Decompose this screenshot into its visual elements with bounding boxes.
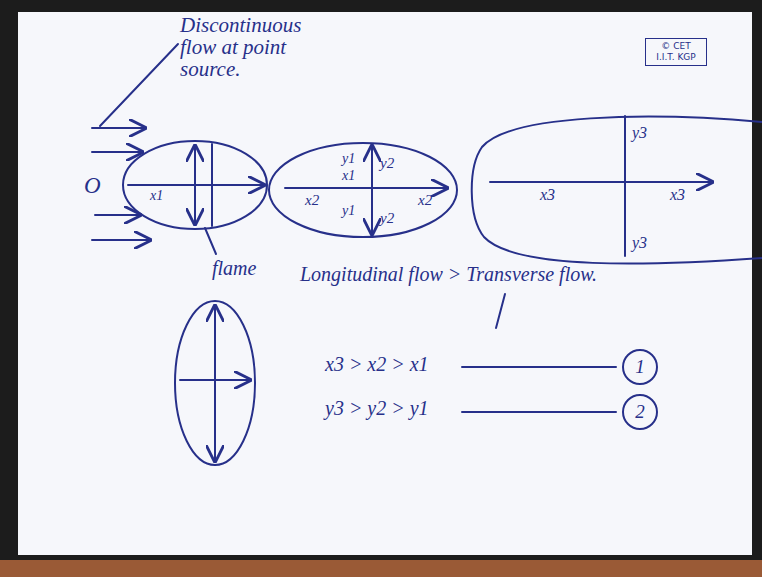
section-line: [624, 116, 626, 256]
stamp-text: © CET I.I.T. KGP: [651, 41, 701, 63]
dimension-label: x3: [540, 186, 555, 204]
section-line: [211, 144, 213, 226]
flow-arrow: [92, 151, 142, 153]
flow-arrow: [95, 214, 140, 216]
leader-line: [496, 294, 505, 328]
height-arrow: [214, 306, 216, 461]
width-arrow: [371, 146, 373, 234]
outline-shape: [623, 350, 657, 384]
statement-text: Longitudinal flow > Transverse flow.: [300, 264, 597, 285]
outline: [122, 140, 268, 230]
outline: [268, 142, 458, 238]
dimension-label: x2: [418, 192, 432, 209]
stamp-box: © CET I.I.T. KGP: [645, 38, 707, 66]
origin-label: O: [84, 174, 101, 198]
dimension-label: x2: [305, 192, 319, 209]
outline-shape: [472, 117, 762, 264]
flow-arrow: [92, 239, 150, 241]
note-text: Discontinuous flow at point source.: [180, 14, 318, 80]
desk-edge: [0, 560, 762, 577]
flame-outline: y3 x3 x3 y3: [470, 112, 762, 268]
dash-line: [462, 411, 616, 413]
equation-number: 2: [622, 402, 658, 423]
dash-line: [462, 366, 616, 368]
axis-arrow: [490, 181, 712, 183]
outline: [470, 112, 762, 268]
inequality-text: x3 > x2 > x1: [325, 354, 429, 375]
dimension-label: y2: [380, 155, 394, 172]
number-circle: 1: [622, 349, 658, 385]
outline-shape: [269, 143, 457, 237]
dimension-label: y1: [342, 151, 355, 166]
flame-label: flame: [212, 258, 256, 279]
inequality-text: y3 > y2 > y1: [325, 398, 429, 419]
flame-outline: y1x1x1y1: [122, 140, 268, 230]
outline-shape: [123, 141, 267, 229]
flow-arrow: [92, 127, 145, 129]
width-arrow: [194, 146, 196, 224]
axis-arrow: [285, 187, 447, 189]
dimension-label: y2: [380, 210, 394, 227]
leader-line: [205, 228, 216, 254]
dimension-label: x3: [670, 186, 685, 204]
dimension-label: x1: [342, 168, 355, 183]
flow-arrow: [180, 379, 250, 381]
number-circle: 2: [622, 394, 658, 430]
equation-number: 1: [622, 357, 658, 378]
dimension-label: y3: [632, 124, 647, 142]
outline-shape: [623, 395, 657, 429]
dimension-label: y3: [632, 234, 647, 252]
plane-flame: [175, 301, 255, 465]
flame-outline: y2 x2 x2 y2: [268, 142, 458, 238]
leader-line: [100, 44, 178, 126]
dimension-label: y1: [342, 203, 355, 218]
dimension-label: x1: [150, 188, 163, 203]
